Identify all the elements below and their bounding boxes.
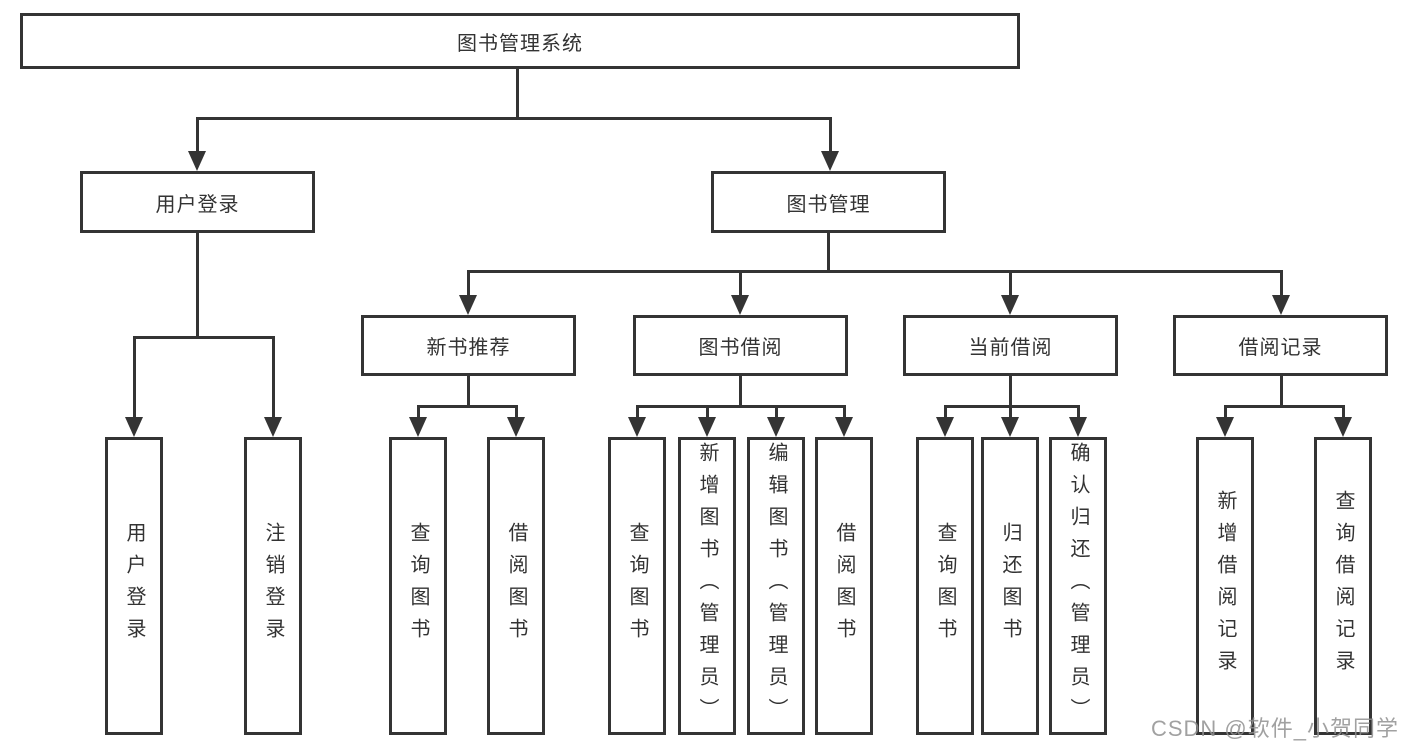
connector-vline bbox=[775, 405, 778, 417]
node-current-borrowing: 当前借阅 bbox=[903, 315, 1118, 376]
connector-vline bbox=[739, 376, 742, 408]
arrow-down-icon bbox=[936, 417, 954, 437]
leaf-query-borrow-record: 查询借阅记录 bbox=[1314, 437, 1372, 735]
connector-vline bbox=[467, 376, 470, 408]
arrow-down-icon bbox=[731, 295, 749, 315]
leaf-edit-books-admin: 编辑图书（管理员） bbox=[747, 437, 805, 735]
arrow-down-icon bbox=[1001, 295, 1019, 315]
connector-vline bbox=[196, 233, 199, 339]
node-borrowing-records: 借阅记录 bbox=[1173, 315, 1388, 376]
arrow-down-icon bbox=[835, 417, 853, 437]
node-new-book-recommendation: 新书推荐 bbox=[361, 315, 576, 376]
leaf-confirm-return-admin: 确认归还（管理员） bbox=[1049, 437, 1107, 735]
leaf-label: 查询借阅记录 bbox=[1332, 490, 1354, 682]
connector-hline bbox=[467, 270, 1283, 273]
connector-vline bbox=[1009, 405, 1012, 417]
leaf-label: 确认归还（管理员） bbox=[1067, 442, 1089, 730]
arrow-down-icon bbox=[1272, 295, 1290, 315]
node-label: 当前借阅 bbox=[968, 337, 1053, 359]
node-library-management-system: 图书管理系统 bbox=[20, 13, 1020, 69]
csdn-watermark: CSDN @软件_小贺同学 bbox=[1150, 716, 1399, 741]
connector-vline bbox=[1224, 405, 1227, 417]
connector-vline bbox=[843, 405, 846, 417]
arrow-down-icon bbox=[1334, 417, 1352, 437]
node-user-login: 用户登录 bbox=[80, 171, 315, 233]
arrow-down-icon bbox=[698, 417, 716, 437]
connector-hline bbox=[417, 405, 517, 408]
leaf-label: 查询图书 bbox=[626, 522, 648, 650]
connector-vline bbox=[1009, 270, 1012, 295]
arrow-down-icon bbox=[821, 151, 839, 171]
leaf-return-books: 归还图书 bbox=[981, 437, 1039, 735]
arrow-down-icon bbox=[507, 417, 525, 437]
node-label: 图书管理 bbox=[786, 193, 871, 216]
arrow-down-icon bbox=[628, 417, 646, 437]
connector-hline bbox=[133, 336, 275, 339]
connector-vline bbox=[1342, 405, 1345, 417]
leaf-add-books-admin: 新增图书（管理员） bbox=[678, 437, 736, 735]
connector-vline bbox=[739, 270, 742, 295]
leaf-label: 查询图书 bbox=[934, 522, 956, 650]
arrow-down-icon bbox=[125, 417, 143, 437]
leaf-label: 查询图书 bbox=[407, 522, 429, 650]
connector-vline bbox=[515, 405, 518, 417]
connector-vline bbox=[1280, 376, 1283, 408]
leaf-query-books-current: 查询图书 bbox=[916, 437, 974, 735]
node-label: 图书管理系统 bbox=[457, 32, 583, 55]
connector-vline bbox=[706, 405, 709, 417]
connector-vline bbox=[1077, 405, 1080, 417]
node-label: 用户登录 bbox=[155, 193, 240, 216]
leaf-label: 编辑图书（管理员） bbox=[765, 442, 787, 730]
node-book-management: 图书管理 bbox=[711, 171, 946, 233]
node-book-borrowing: 图书借阅 bbox=[633, 315, 848, 376]
connector-vline bbox=[272, 336, 275, 417]
leaf-borrow-books-borrowing: 借阅图书 bbox=[815, 437, 873, 735]
connector-hline bbox=[196, 117, 832, 120]
arrow-down-icon bbox=[409, 417, 427, 437]
connector-vline bbox=[417, 405, 420, 417]
connector-vline bbox=[944, 405, 947, 417]
connector-vline bbox=[467, 270, 470, 295]
leaf-label: 借阅图书 bbox=[505, 522, 527, 650]
connector-vline bbox=[516, 68, 519, 118]
arrow-down-icon bbox=[1001, 417, 1019, 437]
connector-vline bbox=[636, 405, 639, 417]
arrow-down-icon bbox=[188, 151, 206, 171]
leaf-label: 用户登录 bbox=[123, 522, 145, 650]
connector-vline bbox=[1009, 376, 1012, 408]
connector-vline bbox=[196, 117, 199, 152]
leaf-query-books-recommend: 查询图书 bbox=[389, 437, 447, 735]
arrow-down-icon bbox=[264, 417, 282, 437]
connector-hline bbox=[636, 405, 845, 408]
leaf-label: 新增借阅记录 bbox=[1214, 490, 1236, 682]
leaf-label: 新增图书（管理员） bbox=[696, 442, 718, 730]
node-label: 新书推荐 bbox=[426, 337, 511, 359]
leaf-user-login: 用户登录 bbox=[105, 437, 163, 735]
arrow-down-icon bbox=[767, 417, 785, 437]
node-label: 图书借阅 bbox=[698, 337, 783, 359]
leaf-label: 注销登录 bbox=[262, 522, 284, 650]
connector-vline bbox=[1280, 270, 1283, 295]
connector-vline bbox=[829, 117, 832, 152]
connector-vline bbox=[827, 233, 830, 273]
leaf-label: 归还图书 bbox=[999, 522, 1021, 650]
connector-vline bbox=[133, 336, 136, 417]
arrow-down-icon bbox=[1216, 417, 1234, 437]
node-label: 借阅记录 bbox=[1238, 337, 1323, 359]
arrow-down-icon bbox=[459, 295, 477, 315]
leaf-query-books-borrowing: 查询图书 bbox=[608, 437, 666, 735]
connector-hline bbox=[1224, 405, 1344, 408]
leaf-borrow-books-recommend: 借阅图书 bbox=[487, 437, 545, 735]
leaf-label: 借阅图书 bbox=[833, 522, 855, 650]
leaf-add-borrow-record: 新增借阅记录 bbox=[1196, 437, 1254, 735]
arrow-down-icon bbox=[1069, 417, 1087, 437]
leaf-logout: 注销登录 bbox=[244, 437, 302, 735]
